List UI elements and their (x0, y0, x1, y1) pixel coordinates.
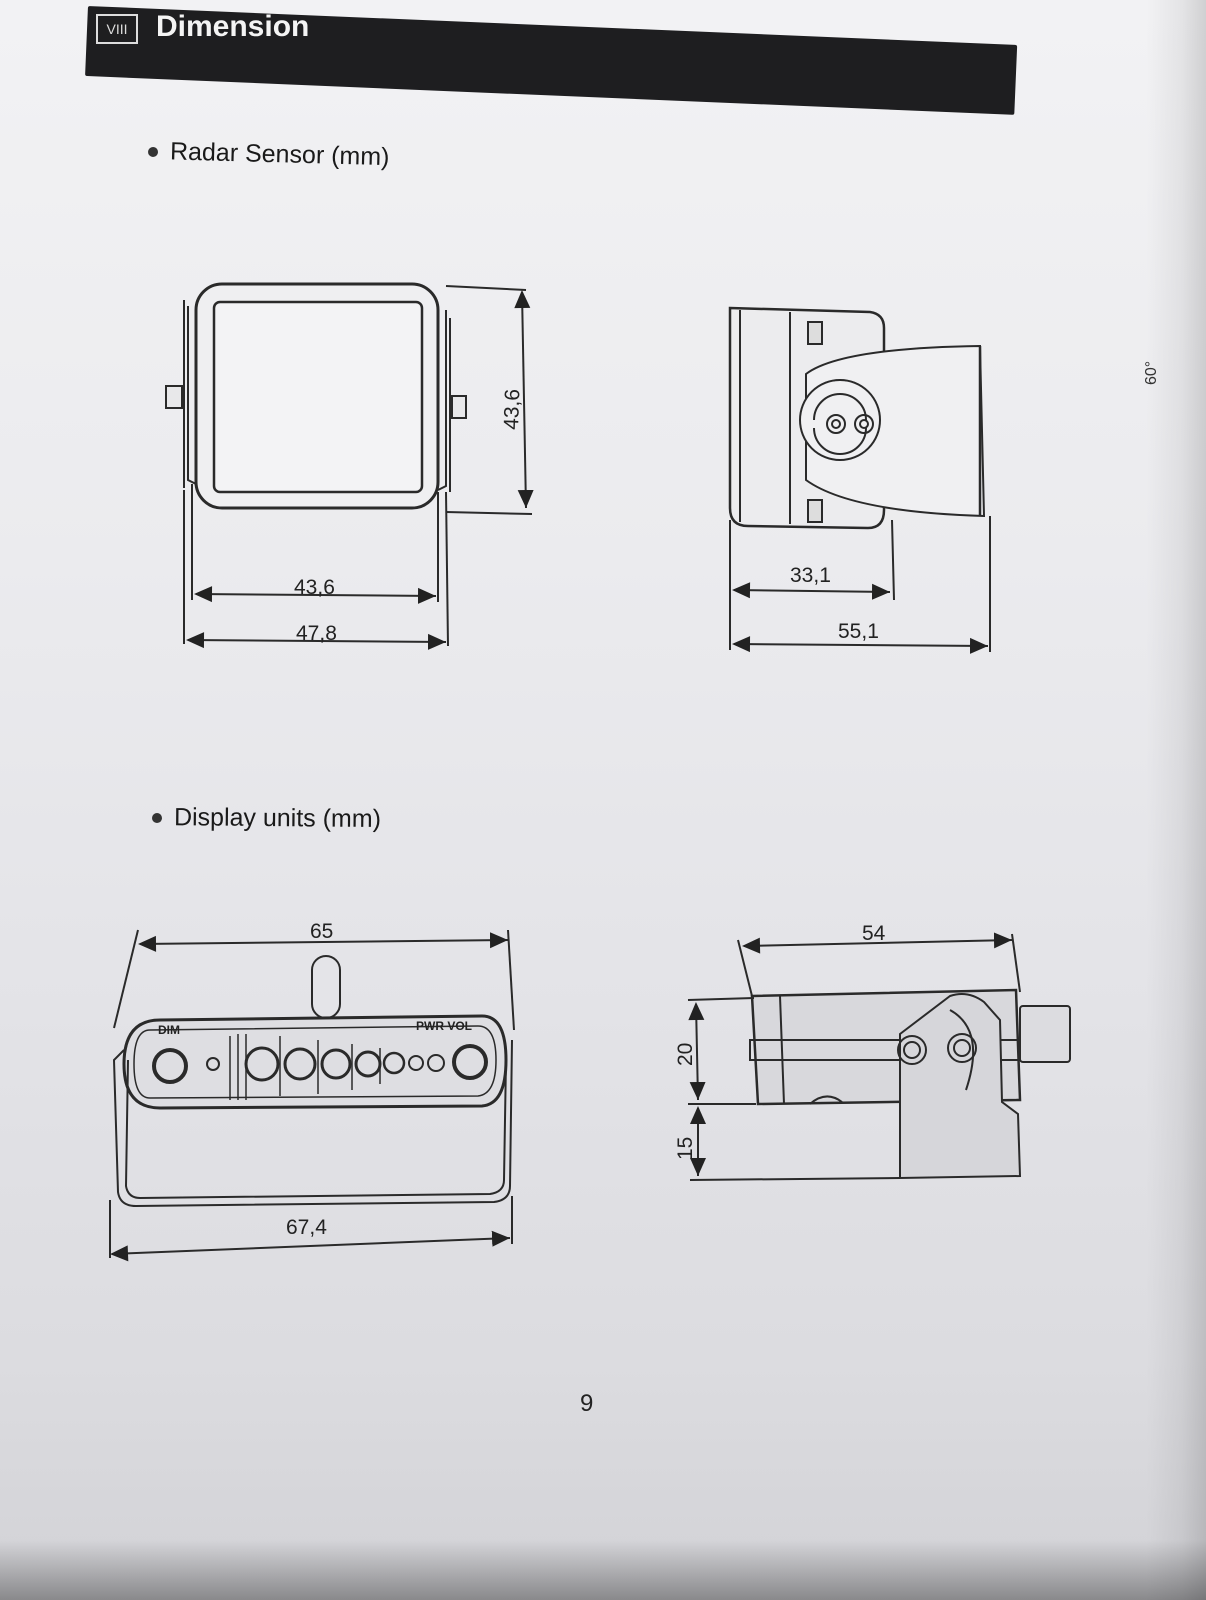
radar-side-depth-label: 33,1 (790, 564, 831, 587)
display-front-drawing (109, 929, 515, 1262)
display-side-width-label: 54 (862, 922, 886, 945)
display-front-bottom-width-label: 67,4 (286, 1216, 327, 1239)
bottom-shadow (0, 1540, 1206, 1600)
display-front-top-width-label: 65 (310, 920, 333, 943)
display-dim-button-label: DIM (158, 1023, 180, 1037)
radar-front-height-label: 43,6 (500, 389, 524, 431)
radar-front-inner-width-label: 43,6 (294, 576, 335, 599)
display-side-height-upper-label: 20 (674, 1043, 697, 1066)
section-title: Dimension (156, 10, 310, 43)
section-number-badge: VIII (96, 14, 138, 44)
radar-front-outer-width-label: 47,8 (296, 622, 337, 645)
page-edge-shadow (1146, 0, 1206, 1600)
radar-side-total-label: 55,1 (838, 620, 879, 643)
display-side-height-lower-label: 15 (674, 1137, 697, 1160)
radar-sensor-side-drawing (728, 306, 991, 654)
display-side-drawing (687, 932, 1071, 1181)
page-number: 9 (580, 1390, 594, 1417)
side-edge-mark: 60° (1143, 360, 1160, 385)
display-pwr-vol-label: PWR VOL (416, 1019, 472, 1033)
radar-sensor-front-drawing (165, 282, 534, 650)
